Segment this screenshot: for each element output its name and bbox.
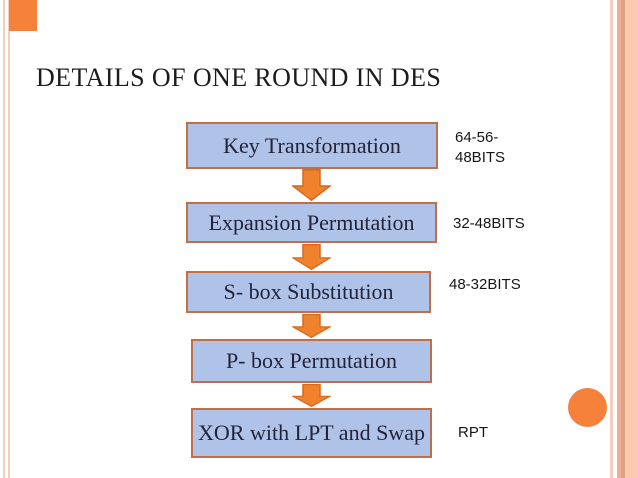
flow-step-label: Key Transformation [223,132,401,158]
left-border-stripe-inner [8,0,10,478]
bits-annotation-key-transformation: 64-56- 48BITS [455,129,506,166]
right-band-stripe-1 [617,0,621,478]
flow-step-xor-swap: XOR with LPT and Swap [191,408,432,458]
down-arrow-icon [292,244,331,270]
flow-step-key-transformation: Key Transformation [186,122,438,169]
flow-step-pbox-permutation: P- box Permutation [191,339,432,383]
bits-annotation-sbox-substitution: 48-32BITS [449,276,521,293]
bits-annotation-expansion-permutation: 32-48BITS [453,215,525,232]
down-arrow-icon [292,169,331,201]
flow-step-label: XOR with LPT and Swap [198,420,425,445]
down-arrow-icon [292,314,331,338]
flow-step-label: P- box Permutation [225,348,398,373]
flow-step-label: Expansion Permutation [208,209,415,235]
flow-step-sbox-substitution: S- box Substitution [186,271,431,313]
right-band-stripe-3 [625,0,638,478]
accent-circle [568,388,607,427]
down-arrow-icon [292,384,331,407]
slide-title: DETAILS OF ONE ROUND IN DES [36,63,442,92]
bits-annotation-xor-swap: RPT [458,424,488,441]
right-band-stripe-2 [621,0,625,478]
left-border-stripe-outer [3,0,5,478]
right-border-stripe-thin [610,0,613,478]
flow-step-label: S- box Substitution [223,279,394,304]
flow-step-expansion-permutation: Expansion Permutation [186,202,437,243]
corner-accent-rectangle [9,0,37,31]
